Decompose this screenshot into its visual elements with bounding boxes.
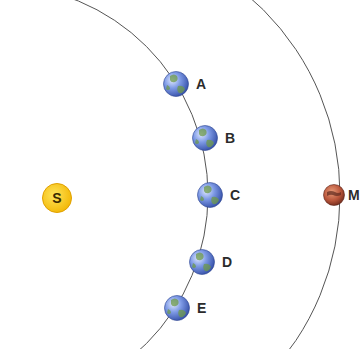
earth-shape — [197, 182, 223, 208]
position-label: A — [196, 77, 206, 91]
position-label: C — [230, 188, 240, 202]
mars-shape — [323, 184, 345, 206]
position-label: B — [225, 131, 235, 145]
earth-sphere — [198, 183, 223, 208]
mars-sphere — [324, 185, 345, 206]
mars-orbit — [0, 0, 340, 349]
earth-shape — [192, 125, 218, 151]
earth-sphere — [190, 250, 215, 275]
earth-land — [166, 75, 185, 94]
earth-land — [195, 129, 214, 148]
earth-position: C — [197, 182, 240, 208]
earth-position: A — [163, 71, 206, 97]
mars-marking — [327, 191, 341, 196]
position-label: D — [222, 255, 232, 269]
earth-land — [192, 253, 211, 272]
position-label: E — [197, 301, 206, 315]
earth-shape — [163, 71, 189, 97]
sun-node: S — [42, 183, 72, 213]
earth-position: D — [189, 249, 232, 275]
earth-orbit — [0, 0, 208, 349]
earth-position: E — [164, 295, 206, 321]
earth-sphere — [193, 126, 218, 151]
mars-node: M — [323, 184, 360, 206]
position-label: S — [42, 183, 72, 213]
sun-disc — [43, 184, 72, 213]
earth-position: B — [192, 125, 235, 151]
earth-sphere — [165, 296, 190, 321]
earth-shape — [164, 295, 190, 321]
earth-land — [167, 299, 186, 318]
earth-land — [200, 186, 219, 205]
earth-shape — [189, 249, 215, 275]
position-label: M — [348, 188, 360, 202]
earth-sphere — [164, 72, 189, 97]
